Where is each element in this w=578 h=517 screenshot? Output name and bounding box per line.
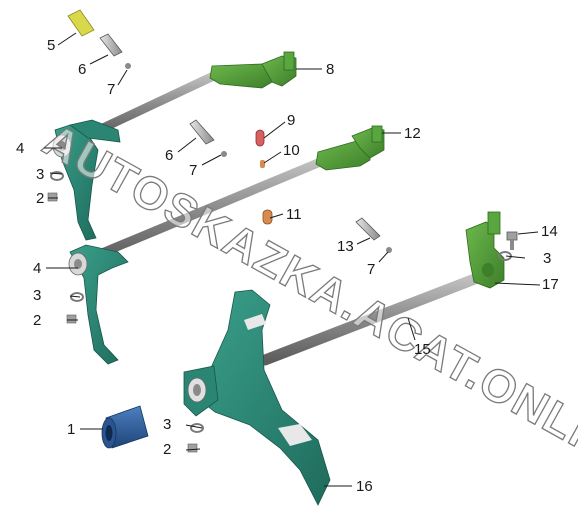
callout-12: 12 bbox=[404, 125, 421, 142]
pin-5-yellow bbox=[67, 9, 95, 37]
fork-middle bbox=[68, 244, 129, 365]
callout-3: 3 bbox=[36, 166, 44, 183]
callout-1: 1 bbox=[67, 421, 75, 438]
callout-2: 2 bbox=[33, 312, 41, 329]
callout-7: 7 bbox=[107, 81, 115, 98]
callout-5: 5 bbox=[47, 37, 55, 54]
rod-lower bbox=[259, 269, 491, 366]
pin-11 bbox=[262, 209, 273, 225]
pin-9-red bbox=[255, 129, 265, 147]
callout-6: 6 bbox=[165, 147, 173, 164]
bracket-17 bbox=[465, 211, 505, 289]
callout-3: 3 bbox=[163, 416, 171, 433]
pin-10 bbox=[260, 160, 265, 168]
callout-10: 10 bbox=[283, 142, 300, 159]
bolt-2 bbox=[47, 192, 198, 453]
callout-8: 8 bbox=[326, 61, 334, 78]
washer-3 bbox=[50, 171, 512, 433]
callout-2: 2 bbox=[36, 190, 44, 207]
fork-upper bbox=[52, 119, 121, 241]
lever-8 bbox=[209, 51, 297, 89]
callout-16: 16 bbox=[356, 478, 373, 495]
ball-7 bbox=[125, 63, 392, 253]
callout-15: 15 bbox=[414, 341, 431, 358]
pin-6-middle bbox=[189, 119, 215, 145]
callout-14: 14 bbox=[541, 223, 558, 240]
callout-3: 3 bbox=[543, 250, 551, 267]
rod-middle bbox=[85, 153, 335, 263]
callout-2: 2 bbox=[163, 441, 171, 458]
bolt-14 bbox=[506, 231, 518, 250]
pin-13 bbox=[355, 217, 381, 241]
callout-7: 7 bbox=[367, 261, 375, 278]
callout-4: 4 bbox=[33, 260, 41, 277]
callout-9: 9 bbox=[287, 112, 295, 129]
lever-12 bbox=[315, 125, 385, 171]
callout-7: 7 bbox=[189, 162, 197, 179]
callout-13: 13 bbox=[337, 238, 354, 255]
callout-labels: 1 2 2 2 3 3 3 3 4 4 5 6 6 7 7 7 8 9 10 1… bbox=[16, 37, 559, 495]
leader-lines bbox=[44, 32, 541, 487]
pin-6-upper bbox=[99, 33, 123, 57]
callout-6: 6 bbox=[78, 61, 86, 78]
callout-11: 11 bbox=[286, 206, 302, 223]
callout-17: 17 bbox=[542, 276, 559, 293]
bushing-1 bbox=[101, 405, 149, 449]
rod-upper bbox=[83, 67, 227, 140]
callout-4: 4 bbox=[16, 140, 24, 157]
fork-large-16 bbox=[183, 289, 331, 506]
callout-3: 3 bbox=[33, 287, 41, 304]
